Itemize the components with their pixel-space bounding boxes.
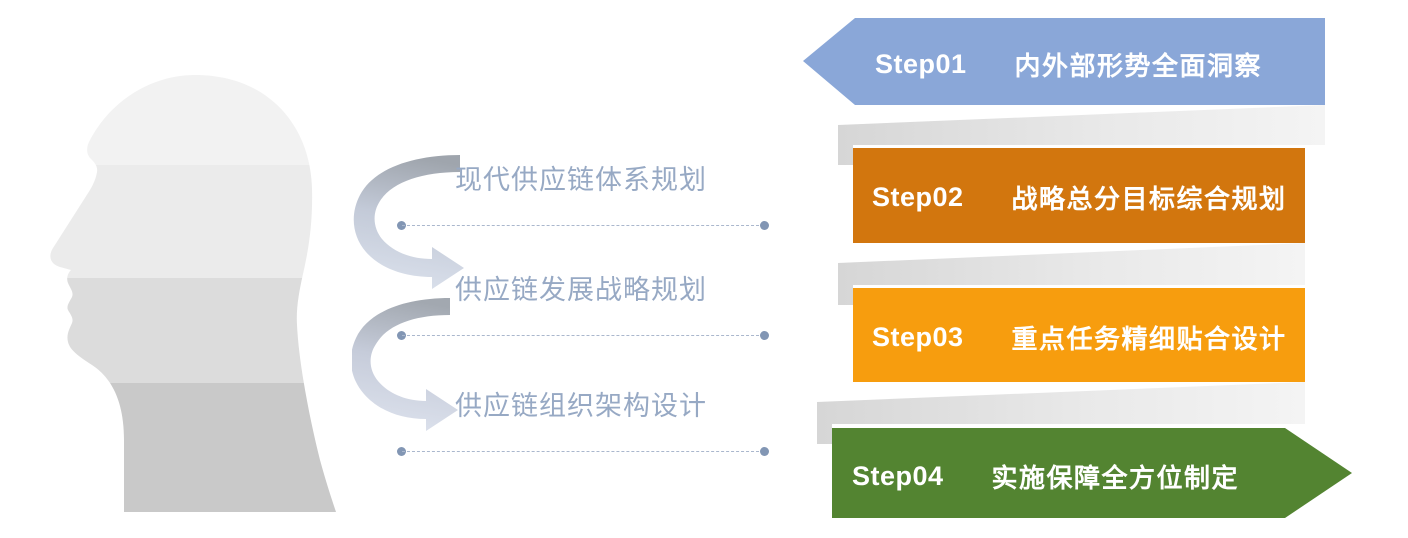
step-label-1: 内外部形势全面洞察 <box>1014 51 1263 81</box>
diagram-label-2: 供应链发展战略规划 <box>455 275 707 305</box>
curved-arrow-upper <box>353 155 464 289</box>
step-id-1: Step01 <box>875 49 967 79</box>
step-banner-2[interactable] <box>853 148 1305 243</box>
dotted-connector-1 <box>397 221 769 230</box>
grey-zigzag-ribbon-2 <box>838 243 1305 305</box>
connector-dot-left <box>397 447 406 456</box>
connector-dot-right <box>760 447 769 456</box>
step-id-3: Step03 <box>872 322 964 352</box>
dotted-connector-2 <box>397 331 769 340</box>
step-label-2: 战略总分目标综合规划 <box>1011 184 1287 214</box>
connector-dot-right <box>760 331 769 340</box>
step-id-4: Step04 <box>852 461 944 491</box>
step-label-4: 实施保障全方位制定 <box>991 463 1240 493</box>
step-label-3: 重点任务精细贴合设计 <box>1011 324 1287 354</box>
dotted-connector-3 <box>397 447 769 456</box>
step-banner-4[interactable] <box>832 428 1352 518</box>
step-row-1[interactable]: Step01 内外部形势全面洞察 <box>875 46 1262 83</box>
grey-zigzag-ribbon-3 <box>817 382 1305 444</box>
human-head-profile-icon <box>50 75 336 512</box>
connector-dot-right <box>760 221 769 230</box>
head-band-3 <box>50 278 336 383</box>
step-id-2: Step02 <box>872 182 964 212</box>
connector-dot-left <box>397 221 406 230</box>
connector-dash <box>402 225 764 226</box>
step-row-3[interactable]: Step03 重点任务精细贴合设计 <box>872 319 1287 356</box>
step-banner-3[interactable] <box>853 288 1305 382</box>
diagram-label-3: 供应链组织架构设计 <box>455 391 707 421</box>
connector-dash <box>402 335 764 336</box>
connector-dot-left <box>397 331 406 340</box>
step-row-4[interactable]: Step04 实施保障全方位制定 <box>852 458 1239 495</box>
connector-dash <box>402 451 764 452</box>
curved-arrow-icon <box>352 155 464 431</box>
diagram-label-1: 现代供应链体系规划 <box>455 165 707 195</box>
step-banner-1[interactable] <box>803 18 1325 105</box>
grey-zigzag-ribbon-1 <box>838 105 1325 165</box>
head-band-2 <box>50 165 336 278</box>
curved-arrow-lower <box>352 298 458 431</box>
step-row-2[interactable]: Step02 战略总分目标综合规划 <box>872 179 1287 216</box>
